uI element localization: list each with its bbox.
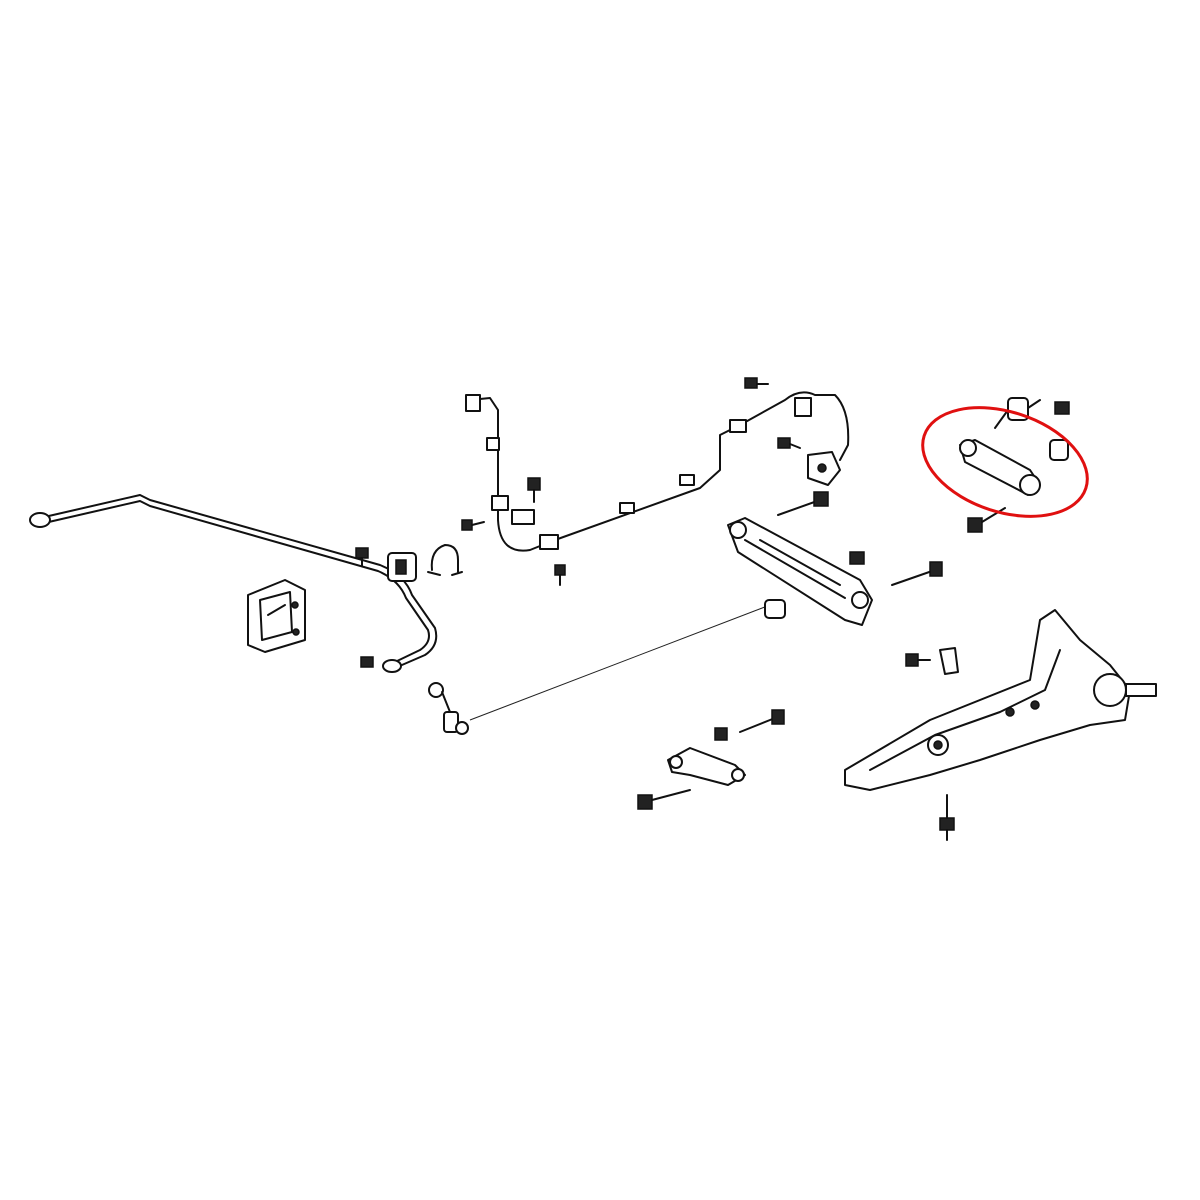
stabilizer-bar (29, 494, 438, 673)
trailing-arm (844, 609, 1157, 791)
stabilizer-bracket (247, 579, 306, 653)
stabilizer-bushing (387, 552, 417, 582)
highlight-circle (921, 406, 1089, 518)
compensator-arm (667, 747, 746, 786)
bolt (905, 653, 931, 667)
nut (1054, 401, 1070, 415)
stabilizer-link (428, 682, 469, 735)
bushing (1049, 439, 1069, 461)
bolt (554, 564, 566, 586)
bolt (939, 794, 955, 841)
bushing (994, 397, 1041, 429)
bolt (461, 519, 485, 531)
abs-sensor-wire (465, 391, 850, 552)
bolt (777, 491, 829, 516)
bolt (744, 377, 769, 389)
bolt (527, 477, 541, 503)
bracket (939, 647, 959, 675)
lower-control-arm (727, 517, 873, 626)
bushing-clamp (427, 544, 463, 576)
nut (849, 551, 865, 565)
nut (714, 727, 728, 741)
bolt (891, 561, 943, 586)
bolt (637, 789, 691, 810)
upper-control-arm (959, 439, 1041, 496)
bolt (967, 507, 1006, 533)
nut (360, 656, 374, 668)
assembly-line (469, 604, 771, 721)
bushing (764, 599, 786, 619)
bolt (739, 709, 785, 733)
bolt (355, 547, 369, 567)
bolt (777, 437, 801, 449)
